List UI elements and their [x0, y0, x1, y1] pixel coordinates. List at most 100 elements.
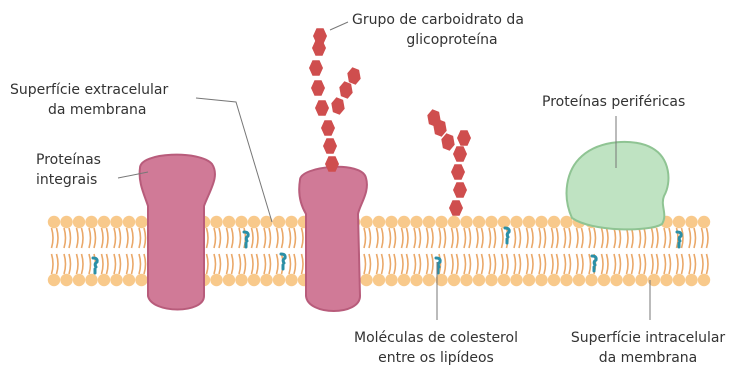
lipid-tail-bottom	[644, 254, 646, 274]
lipid-tail-bottom	[107, 254, 109, 274]
lipid-tail-bottom	[214, 254, 216, 274]
lipid-head-top	[123, 216, 135, 228]
lipid-tail-top	[707, 228, 709, 248]
carbohydrate-unit	[441, 133, 454, 151]
lipid-tail-bottom	[364, 254, 366, 274]
lipid-tail-bottom	[127, 254, 129, 274]
lipid-tail-top	[227, 228, 229, 248]
lipid-tail-top	[77, 228, 79, 248]
lipid-head-top	[223, 216, 235, 228]
lipid-tail-top	[552, 228, 554, 248]
lipid-tail-bottom	[52, 254, 54, 274]
lipid-head-bottom	[398, 274, 410, 286]
lipid-head-bottom	[698, 274, 710, 286]
lipid-tail-top	[444, 228, 446, 248]
lipid-head-top	[473, 216, 485, 228]
carbohydrate-unit	[453, 146, 467, 162]
lipid-tail-bottom	[614, 254, 616, 274]
lipid-tail-bottom	[507, 254, 509, 274]
label-cholesterol: Moléculas de colesterol entre os lipídeo…	[333, 328, 539, 368]
lipid-tail-top	[582, 228, 584, 248]
lipid-tail-top	[119, 228, 121, 248]
lipid-head-top	[460, 216, 472, 228]
lipid-tail-bottom	[557, 254, 559, 274]
lipid-head-bottom	[373, 274, 385, 286]
carbohydrate-unit	[321, 120, 335, 136]
lipid-tail-top	[232, 228, 234, 248]
lipid-tail-bottom	[577, 254, 579, 274]
lipid-tail-top	[257, 228, 259, 248]
lipid-tail-top	[364, 228, 366, 248]
lipid-head-bottom	[410, 274, 422, 286]
lipid-tail-bottom	[564, 254, 566, 274]
lipid-tail-bottom	[544, 254, 546, 274]
lipid-head-bottom	[48, 274, 60, 286]
lipid-tail-top	[564, 228, 566, 248]
lipid-tail-top	[252, 228, 254, 248]
lipid-tail-bottom	[89, 254, 91, 274]
lipid-tail-top	[457, 228, 459, 248]
lipid-head-top	[285, 216, 297, 228]
lipid-tail-bottom	[377, 254, 379, 274]
lipid-tail-bottom	[114, 254, 116, 274]
lipid-tail-bottom	[144, 254, 146, 274]
lipid-tail-bottom	[119, 254, 121, 274]
lipid-tail-bottom	[632, 254, 634, 274]
lipid-tail-top	[289, 228, 291, 248]
lipid-head-top	[98, 216, 110, 228]
lipid-tail-top	[369, 228, 371, 248]
lipid-head-top	[110, 216, 122, 228]
lipid-tail-top	[382, 228, 384, 248]
lipid-tail-top	[702, 228, 704, 248]
lipid-tail-top	[502, 228, 504, 248]
peripheral-protein	[567, 142, 669, 230]
label-peripheral-proteins: Proteínas periféricas	[542, 92, 685, 112]
lipid-tail-top	[607, 228, 609, 248]
lipid-tail-top	[114, 228, 116, 248]
lipid-tail-top	[477, 228, 479, 248]
lipid-tail-bottom	[607, 254, 609, 274]
lipid-tail-top	[139, 228, 141, 248]
lipid-head-bottom	[485, 274, 497, 286]
lipid-tail-bottom	[227, 254, 229, 274]
lipid-tail-bottom	[219, 254, 221, 274]
lipid-tail-top	[519, 228, 521, 248]
lipid-head-top	[523, 216, 535, 228]
lipid-tail-bottom	[394, 254, 396, 274]
lipid-head-bottom	[135, 274, 147, 286]
lipid-tail-top	[394, 228, 396, 248]
lipid-tail-top	[419, 228, 421, 248]
lipid-head-top	[448, 216, 460, 228]
lipid-head-bottom	[498, 274, 510, 286]
lipid-tail-top	[594, 228, 596, 248]
lipid-tail-top	[207, 228, 209, 248]
lipid-tail-bottom	[427, 254, 429, 274]
lipid-head-bottom	[423, 274, 435, 286]
glycoprotein-body	[299, 167, 367, 311]
lipid-tail-bottom	[532, 254, 534, 274]
lipid-tail-top	[277, 228, 279, 248]
lipid-tail-top	[294, 228, 296, 248]
lipid-head-bottom	[273, 274, 285, 286]
lipid-head-top	[273, 216, 285, 228]
lipid-tail-bottom	[477, 254, 479, 274]
lipid-tail-bottom	[694, 254, 696, 274]
lipid-head-top	[248, 216, 260, 228]
lipid-head-bottom	[60, 274, 72, 286]
lipid-head-bottom	[235, 274, 247, 286]
lipid-tail-bottom	[82, 254, 84, 274]
lipid-head-bottom	[260, 274, 272, 286]
lipid-tail-top	[469, 228, 471, 248]
lipid-tail-top	[657, 228, 659, 248]
lipid-tail-top	[494, 228, 496, 248]
lipid-head-bottom	[660, 274, 672, 286]
label-carbohydrate-group: Grupo de carboidrato da glicoproteína	[352, 10, 562, 50]
lipid-head-bottom	[248, 274, 260, 286]
lipid-tail-bottom	[702, 254, 704, 274]
lipid-tail-bottom	[444, 254, 446, 274]
lipid-tail-bottom	[232, 254, 234, 274]
lipid-tail-bottom	[277, 254, 279, 274]
lipid-tail-top	[694, 228, 696, 248]
lipid-tail-bottom	[432, 254, 434, 274]
lipid-tail-top	[132, 228, 134, 248]
